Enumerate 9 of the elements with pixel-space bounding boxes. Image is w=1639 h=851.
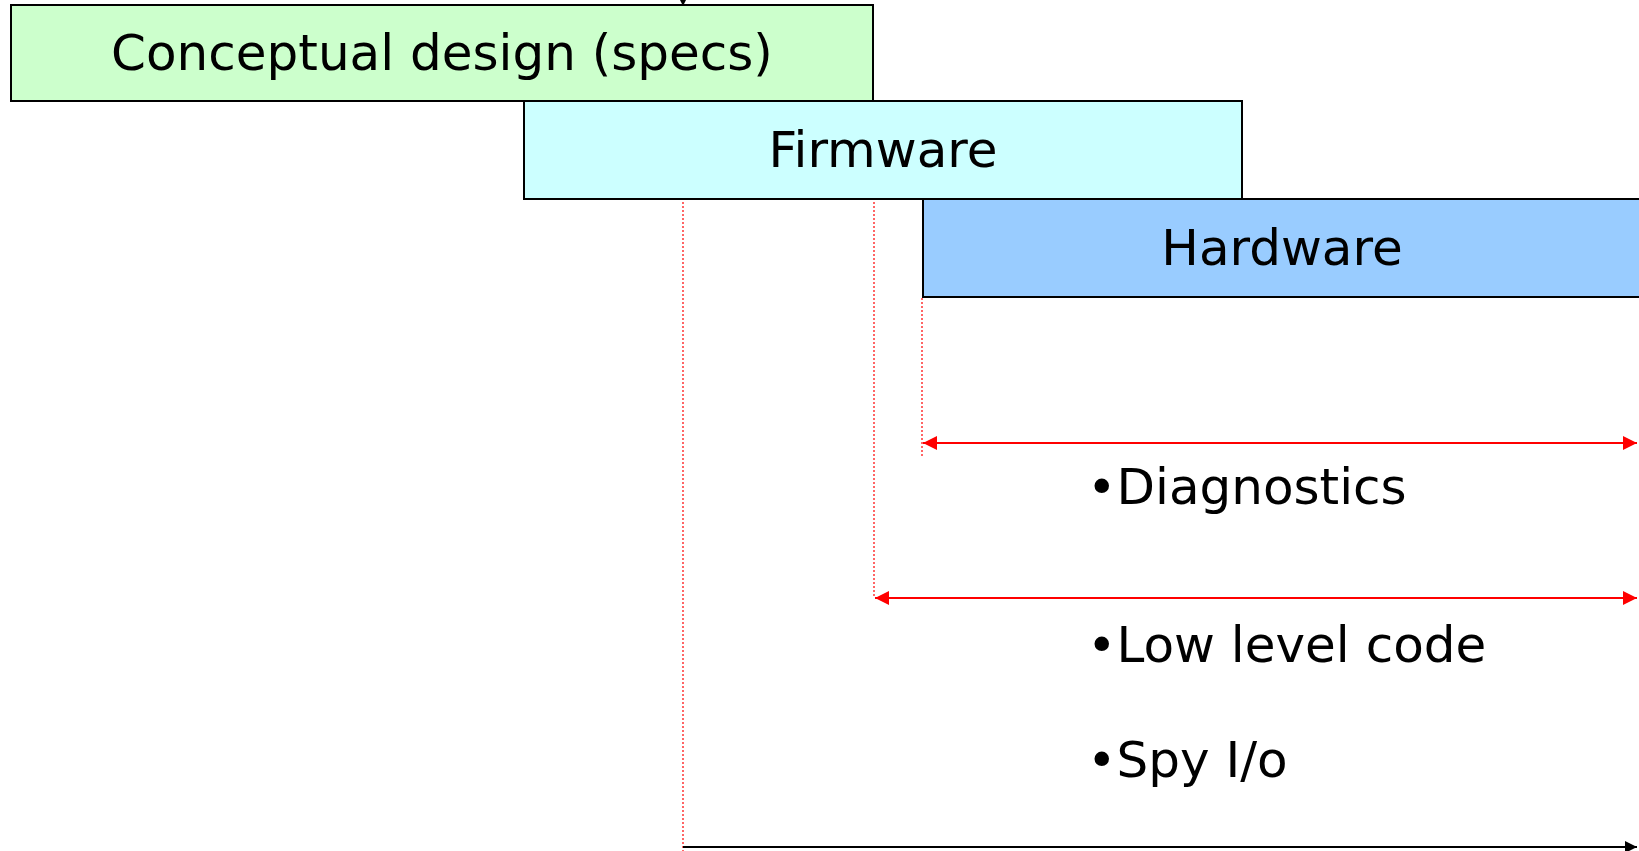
phase-bar (523, 100, 1243, 200)
bullet-text: •Low level code (1087, 618, 1487, 673)
bullet-text: •Spy I/o (1087, 733, 1288, 788)
phase-label: Conceptual design (specs) (111, 24, 773, 82)
phase-bar (922, 198, 1639, 298)
phase-label: Firmware (768, 121, 998, 179)
bullet-text: •Diagnostics (1087, 460, 1407, 515)
phase-bar (10, 4, 874, 102)
phase-label: Hardware (1161, 219, 1403, 277)
